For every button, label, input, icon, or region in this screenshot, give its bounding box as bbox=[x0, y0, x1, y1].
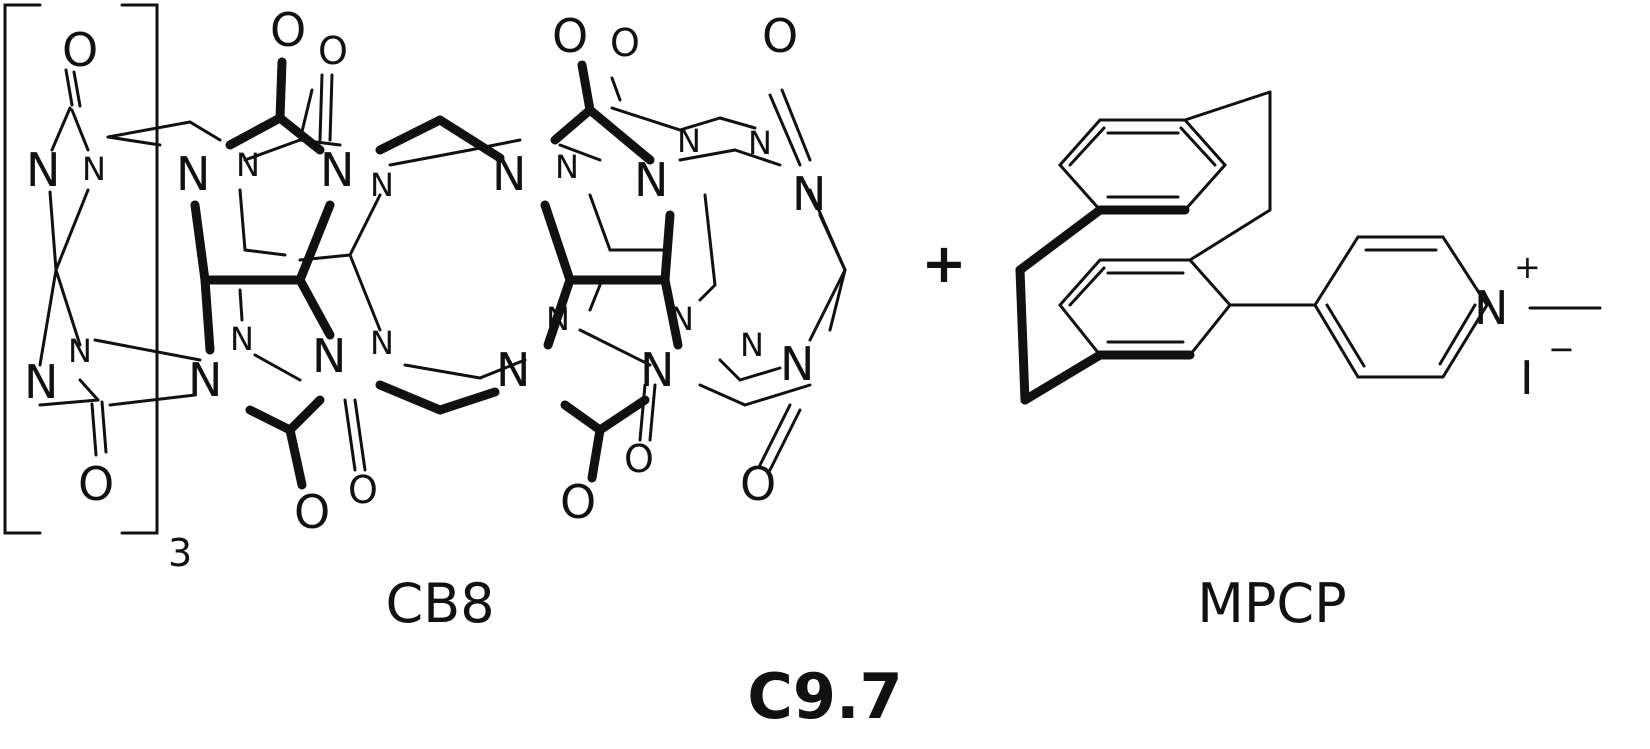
nitrogen-atom-label: N bbox=[312, 329, 346, 383]
nitrogen-atom-label: N bbox=[1474, 281, 1508, 335]
figure-label: C9.7 bbox=[747, 660, 902, 733]
nitrogen-atom-label: N bbox=[555, 148, 579, 186]
oxygen-atom-label: O bbox=[552, 9, 588, 63]
oxygen-atom-label: O bbox=[294, 485, 330, 539]
cb8-atom-labels: O O O O O O O O O O O O N N N N N N N N … bbox=[24, 3, 826, 539]
nitrogen-atom-label: N bbox=[546, 300, 570, 338]
nitrogen-atom-label: N bbox=[236, 146, 260, 184]
oxygen-atom-label: O bbox=[78, 457, 114, 511]
oxygen-atom-label: O bbox=[348, 468, 378, 512]
nitrogen-atom-label: N bbox=[670, 300, 694, 338]
nitrogen-atom-label: N bbox=[370, 324, 394, 362]
nitrogen-atom-label: N bbox=[496, 343, 530, 397]
cb8-bold-bonds bbox=[190, 57, 683, 490]
nitrogen-atom-label: N bbox=[792, 167, 826, 221]
oxygen-atom-label: O bbox=[610, 21, 640, 65]
mpcp-structure: N + I − bbox=[1015, 90, 1602, 405]
nitrogen-atom-label: N bbox=[740, 326, 764, 364]
oxygen-atom-label: O bbox=[318, 29, 348, 73]
nitrogen-atom-label: N bbox=[82, 150, 106, 188]
oxygen-atom-label: O bbox=[62, 23, 98, 77]
repeat-bracket bbox=[3, 3, 159, 535]
host-label: CB8 bbox=[385, 572, 494, 635]
nitrogen-atom-label: N bbox=[492, 147, 526, 201]
nitrogen-atom-label: N bbox=[24, 355, 58, 409]
oxygen-atom-label: O bbox=[270, 3, 306, 57]
oxygen-atom-label: O bbox=[762, 9, 798, 63]
oxygen-atom-label: O bbox=[624, 437, 654, 481]
nitrogen-atom-label: N bbox=[68, 332, 92, 370]
nitrogen-atom-label: N bbox=[677, 122, 701, 160]
nitrogen-atom-label: N bbox=[320, 143, 354, 197]
mpcp-bold-bonds bbox=[1015, 205, 1195, 405]
pyridinium-charge: + bbox=[1514, 248, 1541, 286]
nitrogen-atom-label: N bbox=[188, 353, 222, 407]
cb8-thin-bonds bbox=[38, 68, 847, 472]
nitrogen-atom-label: N bbox=[634, 153, 668, 207]
oxygen-atom-label: O bbox=[740, 457, 776, 511]
nitrogen-atom-label: N bbox=[176, 147, 210, 201]
nitrogen-atom-label: N bbox=[780, 337, 814, 391]
oxygen-atom-label: O bbox=[560, 475, 596, 529]
repeat-subscript: 3 bbox=[168, 531, 192, 575]
nitrogen-atom-label: N bbox=[230, 320, 254, 358]
reaction-plus: + bbox=[921, 232, 966, 295]
cb8-structure: 3 bbox=[3, 3, 847, 575]
iodide-atom-label: I bbox=[1520, 351, 1534, 405]
nitrogen-atom-label: N bbox=[370, 166, 394, 204]
iodide-charge: − bbox=[1548, 330, 1575, 368]
guest-label: MPCP bbox=[1197, 572, 1346, 635]
mpcp-thin-bonds bbox=[1057, 90, 1602, 379]
nitrogen-atom-label: N bbox=[26, 143, 60, 197]
nitrogen-atom-label: N bbox=[640, 343, 674, 397]
nitrogen-atom-label: N bbox=[748, 124, 772, 162]
